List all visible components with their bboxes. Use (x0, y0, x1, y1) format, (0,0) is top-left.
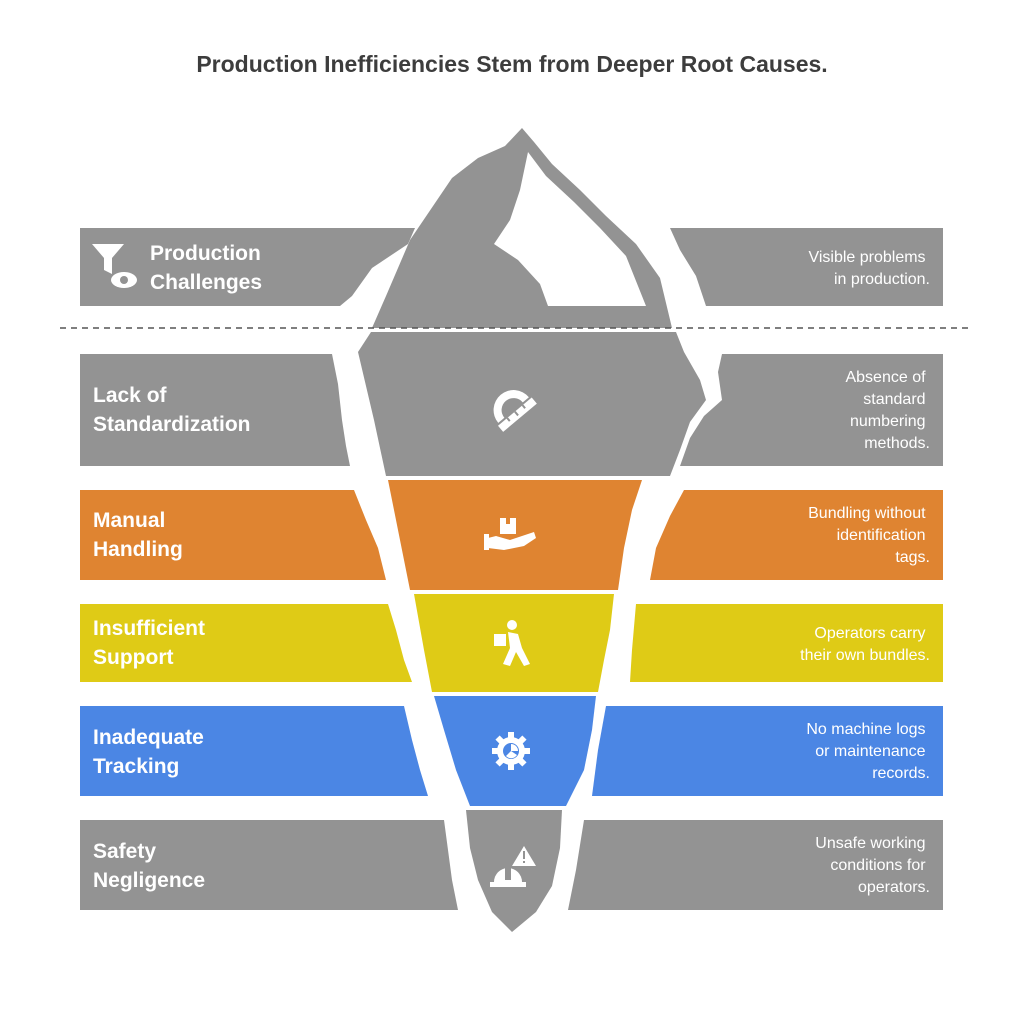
right-panel-inadequate-tracking (592, 706, 943, 796)
left-panel-lack-of-standardization (80, 354, 350, 466)
layer-desc-line: or maintenance (815, 743, 925, 760)
layer-desc-line: operators. (858, 879, 930, 896)
left-panel-insufficient-support (80, 604, 412, 682)
layer-desc-line: numbering (850, 413, 926, 430)
layer-desc-line: records. (872, 765, 930, 782)
hardhat-warning-icon (490, 846, 536, 887)
layer-desc-insufficient-support: Operators carry their own bundles. (800, 625, 930, 664)
layer-desc-line: methods. (864, 435, 930, 452)
layer-safety-negligence: Safety Negligence Unsafe working conditi… (80, 810, 943, 932)
layer-desc-line: tags. (895, 549, 930, 566)
layer-lack-of-standardization: Lack of Standardization Absence of stand… (80, 332, 943, 476)
layer-desc-line: conditions for (830, 857, 926, 874)
layer-label-line: Challenges (150, 271, 262, 294)
right-panel-production-challenges (670, 228, 943, 306)
layer-label-insufficient-support: Insufficient Support (93, 617, 211, 669)
layer-desc-inadequate-tracking: No machine logs or maintenance records. (806, 721, 930, 782)
left-panel-inadequate-tracking (80, 706, 428, 796)
layer-label-line: Inadequate (93, 726, 204, 749)
layer-label-lack-of-standardization: Lack of Standardization (93, 384, 251, 436)
layer-desc-line: in production. (834, 271, 930, 288)
layer-label-line: Standardization (93, 413, 251, 436)
layer-manual-handling: Manual Handling Bundling without identif… (80, 480, 943, 590)
layer-desc-lack-of-standardization: Absence of standard numbering methods. (845, 369, 930, 452)
layer-desc-line: Operators carry (814, 625, 925, 642)
layer-desc-line: identification (837, 527, 926, 544)
right-panel-manual-handling (650, 490, 943, 580)
layer-label-line: Support (93, 646, 173, 669)
hand-box-icon (484, 518, 536, 550)
layer-desc-manual-handling: Bundling without identification tags. (808, 505, 930, 566)
layer-label-line: Safety (93, 840, 156, 863)
layer-label-line: Handling (93, 538, 183, 561)
layer-label-inadequate-tracking: Inadequate Tracking (93, 726, 210, 778)
layer-desc-line: Bundling without (808, 505, 926, 522)
layer-desc-line: standard (863, 391, 925, 408)
layer-label-line: Lack of (93, 384, 168, 407)
layer-label-line: Insufficient (93, 617, 205, 640)
iceberg-snow-cap (494, 152, 646, 306)
left-panel-manual-handling (80, 490, 386, 580)
layer-label-line: Manual (93, 509, 165, 532)
left-panel-production-challenges (80, 228, 415, 306)
layer-desc-production-challenges: Visible problems in production. (808, 249, 930, 288)
protractor-icon (493, 390, 537, 432)
layer-desc-line: Unsafe working (815, 835, 925, 852)
layer-desc-line: Absence of (845, 369, 926, 386)
layer-desc-line: No machine logs (806, 721, 925, 738)
right-panel-safety-negligence (568, 820, 943, 910)
iceberg-band-manual-handling (388, 480, 642, 590)
layer-label-line: Tracking (93, 755, 179, 778)
layer-label-line: Negligence (93, 869, 205, 892)
layer-desc-line: Visible problems (808, 249, 925, 266)
filter-eye-icon (92, 244, 137, 288)
layer-production-challenges: Production Challenges Visible problems i… (80, 128, 943, 328)
layer-insufficient-support: Insufficient Support Operators carry the… (80, 594, 943, 692)
right-panel-insufficient-support (630, 604, 943, 682)
layer-label-production-challenges: Production Challenges (150, 242, 267, 294)
layer-desc-safety-negligence: Unsafe working conditions for operators. (815, 835, 930, 896)
diagram-title: Production Inefficiencies Stem from Deep… (196, 51, 827, 77)
layer-label-safety-negligence: Safety Negligence (93, 840, 205, 892)
gear-chart-icon (492, 732, 530, 770)
layer-inadequate-tracking: Inadequate Tracking No machine logs or m… (80, 696, 943, 806)
left-panel-safety-negligence (80, 820, 458, 910)
right-panel-lack-of-standardization (680, 354, 943, 466)
layer-label-manual-handling: Manual Handling (93, 509, 183, 561)
layer-label-line: Production (150, 242, 261, 265)
layer-desc-line: their own bundles. (800, 647, 930, 664)
person-carry-icon (494, 620, 530, 666)
